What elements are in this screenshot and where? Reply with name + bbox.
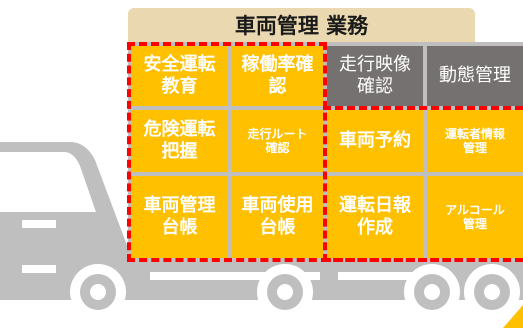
- tile-vehicle-ledger: 車両管理 台帳: [131, 176, 228, 258]
- tile-label: 把握: [161, 141, 198, 162]
- tile-utilization-check: 稼働率確 認: [232, 46, 323, 106]
- tile-route-check: 走行ルート 確認: [232, 110, 323, 172]
- tile-label: 台帳: [259, 217, 296, 238]
- tile-driver-info: 運転者情報 管理: [427, 110, 523, 172]
- diagram-title: 車両管理 業務: [128, 8, 475, 42]
- tile-label: 安全運転: [143, 54, 216, 76]
- tile-dangerous-driving: 危険運転 把握: [131, 110, 228, 172]
- tile-label: 運転者情報: [444, 126, 505, 141]
- tile-label: 稼働率確: [241, 54, 314, 76]
- tile-label: 動態管理: [439, 65, 511, 87]
- tile-dynamic-management: 動態管理: [427, 46, 523, 106]
- tile-label: 車両予約: [339, 130, 411, 152]
- tile-vehicle-reservation: 車両予約: [327, 110, 423, 172]
- highlight-outline-left: [127, 42, 327, 262]
- tile-label: アルコール: [445, 202, 505, 217]
- tile-label: 教育: [161, 76, 198, 97]
- tile-label: 認: [268, 76, 287, 97]
- tile-safety-education: 安全運転 教育: [131, 46, 228, 106]
- tile-alcohol-management: アルコール 管理: [427, 176, 523, 258]
- tile-daily-report: 運転日報 作成: [327, 176, 423, 258]
- tile-label: 車両使用: [241, 195, 314, 217]
- tile-label: 危険運転: [143, 119, 216, 141]
- tile-label: 車両管理: [143, 195, 216, 217]
- tile-label: 作成: [357, 217, 393, 238]
- tile-label: 管理: [462, 141, 487, 155]
- tile-label: 台帳: [161, 217, 198, 238]
- tile-label: 管理: [462, 217, 487, 231]
- tile-label: 確認: [357, 76, 393, 97]
- highlight-outline-bottom: [127, 258, 523, 262]
- tile-label: 確認: [265, 141, 290, 155]
- tile-label: 走行映像: [339, 54, 411, 76]
- tile-driving-video: 走行映像 確認: [327, 46, 423, 106]
- highlight-outline-right: [323, 106, 523, 262]
- tile-label: 運転日報: [339, 195, 411, 217]
- tile-label: 走行ルート: [247, 126, 308, 141]
- tile-vehicle-usage-ledger: 車両使用 台帳: [232, 176, 323, 258]
